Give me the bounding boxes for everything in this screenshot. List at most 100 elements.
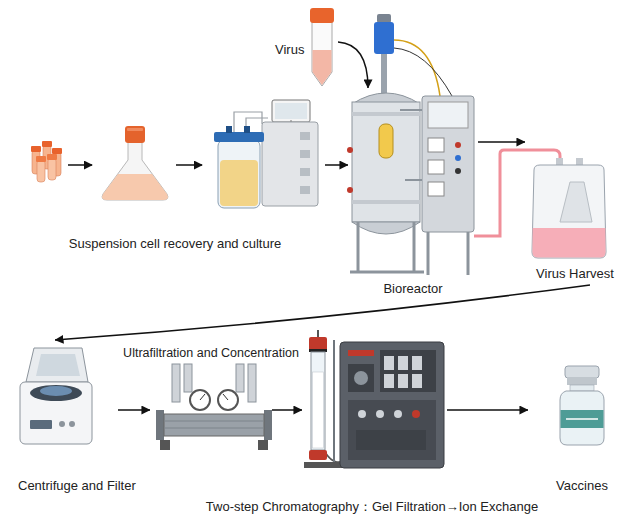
rotor-chamber [30, 385, 82, 401]
system-badge [348, 350, 374, 356]
control-panel [30, 420, 52, 429]
step-caption: Virus [275, 42, 304, 57]
vessel-medium [220, 160, 258, 206]
bag-liquid [532, 228, 605, 258]
pipe [405, 179, 422, 181]
rotor [40, 386, 72, 396]
monitor-screen [275, 103, 307, 119]
module [412, 374, 422, 388]
tube-liquid [313, 50, 332, 85]
valve [347, 187, 353, 193]
fitting [184, 364, 192, 392]
cell-vials [31, 141, 62, 182]
leg [413, 222, 416, 272]
process-step: Virus Harvest [525, 130, 625, 285]
lid-port [244, 126, 250, 133]
foot [258, 440, 268, 450]
text-slot: Bioreactor [383, 279, 442, 297]
column-cap [309, 450, 327, 460]
step-caption: Virus Harvest [536, 266, 614, 281]
vessel-body [352, 102, 420, 222]
filter-cassette [164, 414, 264, 436]
step-caption: Vaccines [556, 478, 608, 493]
step-arrow [68, 164, 92, 166]
pressure-gauge [218, 390, 238, 410]
virus-tube [310, 8, 334, 86]
fitting [248, 364, 256, 402]
pipe [400, 109, 422, 111]
frame-base [350, 271, 424, 274]
flow-arrow [325, 164, 348, 166]
process-step: Suspension cell recovery and culture [25, 95, 325, 255]
sight-window [379, 124, 393, 158]
vial-cap [52, 148, 62, 154]
step-arrow [176, 164, 202, 166]
valve [412, 410, 420, 418]
end-plate [156, 410, 164, 440]
step-caption: Two-step Chromatography：Gel Filtration→I… [206, 499, 538, 514]
valve [376, 410, 384, 418]
vessel-bottom [352, 222, 420, 234]
text-slot: Virus Harvest [536, 264, 614, 282]
vessel [218, 140, 260, 208]
flow-arrow [478, 141, 525, 143]
cable [394, 40, 440, 96]
vial-crimp [567, 377, 597, 385]
vessel-band [352, 112, 420, 116]
tube [234, 112, 262, 132]
lid-port [226, 126, 232, 133]
centrifuge-lid [26, 348, 88, 382]
controller-port [300, 150, 310, 158]
column-stand [333, 340, 335, 464]
flask-cap-top [127, 128, 143, 131]
leg [357, 222, 360, 272]
shaft [381, 54, 387, 94]
console-module [428, 182, 444, 196]
text-slot: Suspension cell recovery and culture [69, 234, 281, 252]
vial-label [561, 410, 604, 428]
valve [347, 147, 353, 153]
end-plate [264, 410, 272, 440]
process-step: Bioreactor [348, 88, 478, 296]
flask-cap [125, 126, 145, 143]
flow-arrow [447, 409, 528, 411]
cassette-ridge [164, 428, 264, 429]
foot [160, 440, 170, 450]
controller [262, 122, 318, 206]
centrifuge-body [20, 382, 92, 444]
controller-port [300, 168, 310, 176]
console-leg [427, 232, 430, 275]
step-caption: Suspension cell recovery and culture [69, 236, 281, 251]
column-cap [309, 337, 327, 351]
centrifuge-drawing [20, 348, 92, 444]
process-step: Centrifuge and Filter [14, 340, 118, 455]
harvest-bag [532, 158, 606, 258]
vial-cap [36, 156, 46, 162]
console-button [455, 142, 461, 148]
flask-medium [102, 174, 168, 200]
cable [394, 48, 452, 96]
text-slot: Virus [275, 40, 304, 58]
flow-arrow [338, 42, 368, 88]
lid-window [36, 354, 80, 376]
text-slot: Ultrafiltration and Concentration [123, 343, 299, 361]
label-stripe [566, 418, 598, 420]
process-step: Ultrafiltration and Concentration [150, 362, 272, 455]
vial-cap [31, 146, 41, 152]
vial [48, 158, 56, 180]
valve-panel [380, 350, 436, 392]
motor [374, 22, 394, 54]
motor-top [377, 14, 391, 23]
module [398, 374, 408, 388]
console-screen [428, 102, 468, 128]
step-caption: Bioreactor [383, 281, 442, 296]
module [384, 356, 394, 370]
fitting [236, 364, 244, 392]
text-slot: Vaccines [556, 476, 608, 494]
flow-arrow [55, 285, 590, 340]
console-module [428, 138, 444, 152]
column-tube [311, 352, 325, 450]
controller-port [300, 132, 310, 140]
